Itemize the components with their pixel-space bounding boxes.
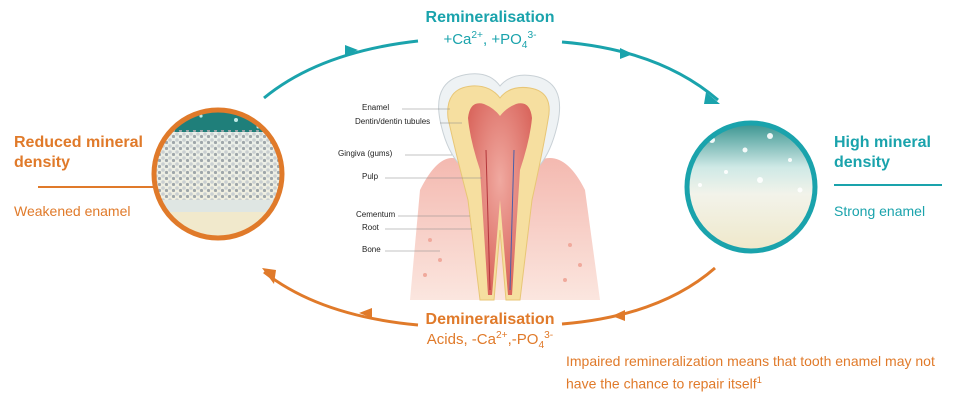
footnote-reference: 1 <box>756 375 762 386</box>
weakened-enamel-image <box>151 107 285 241</box>
remineralisation-formula: +Ca2+, +PO43- <box>443 30 537 51</box>
remineralisation-title: Remineralisation <box>425 9 555 26</box>
strong-enamel-image <box>684 120 818 254</box>
bottom-left-end-arrowhead <box>262 268 276 284</box>
pulp-chamber <box>468 103 532 295</box>
top-left-arrowhead <box>345 45 358 56</box>
impaired-remineralization-note: Impaired remineralization means that too… <box>566 353 935 392</box>
tooth-label-leaders <box>385 108 482 252</box>
tooth-label-enamel: Enamel <box>362 103 390 112</box>
bottom-right-arrow <box>561 266 716 326</box>
bottom-right-arrowhead <box>612 310 625 321</box>
strong-enamel-label: Strong enamel <box>834 203 926 219</box>
tooth-label-gingiva: Gingiva (gums) <box>338 149 393 158</box>
bottom-left-arrow <box>263 270 419 327</box>
tooth-illustration <box>410 73 600 301</box>
demineralisation-formula: Acids, -Ca2+,-PO43- <box>426 330 554 351</box>
top-right-end-arrowhead <box>704 92 720 104</box>
tooth-label-bone: Bone <box>362 245 381 254</box>
tooth-label-root: Root <box>362 223 379 232</box>
top-right-arrow <box>561 40 719 102</box>
tooth-label-cementum: Cementum <box>356 210 396 219</box>
tooth-label-pulp: Pulp <box>362 172 379 181</box>
weakened-enamel-label: Weakened enamel <box>14 203 131 219</box>
right-divider <box>834 184 942 186</box>
bottom-left-arrowhead <box>359 308 372 318</box>
left-divider <box>38 186 156 188</box>
tooth-label-dentin: Dentin/dentin tubules <box>355 117 431 126</box>
top-right-arrowhead <box>620 48 633 59</box>
top-left-arrow <box>263 39 419 100</box>
demineralisation-title: Demineralisation <box>425 311 555 328</box>
